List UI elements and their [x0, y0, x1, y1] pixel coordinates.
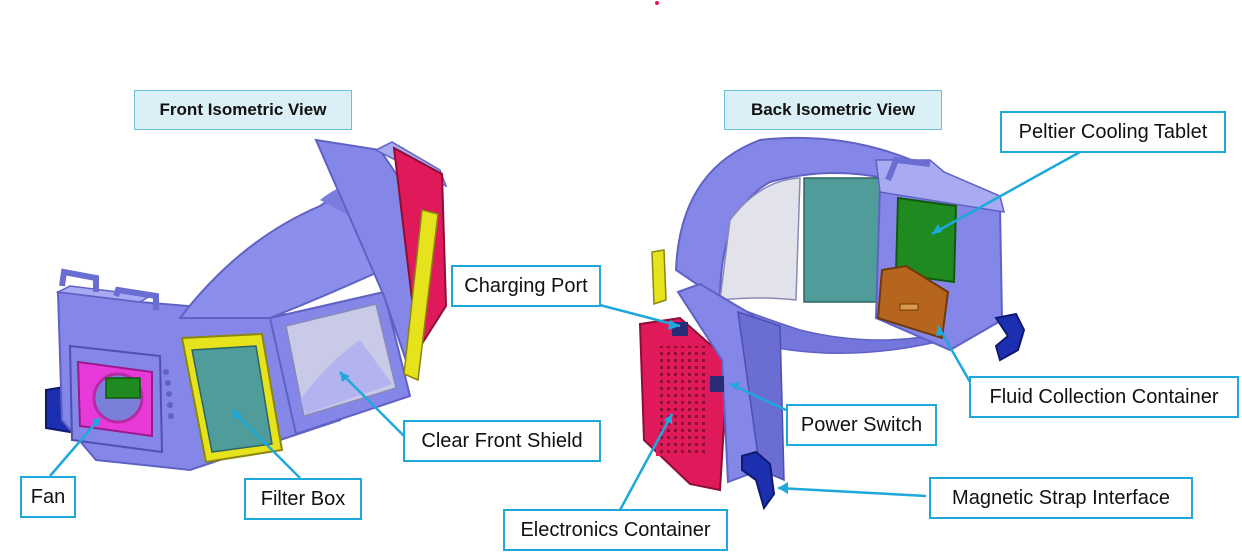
marker-dot: [655, 1, 659, 5]
front-handle-2: [113, 286, 159, 310]
back-side-plate-edge: [737, 310, 785, 482]
leader-electronics: [618, 413, 674, 511]
front-device: [45, 138, 448, 472]
magnetic-strap-interface: [741, 450, 776, 511]
front-view-title: Front Isometric View: [134, 90, 352, 130]
label-filter-box: Filter Box: [244, 478, 362, 520]
fluid-collection-container: [876, 264, 950, 340]
leader-filter-box: [231, 409, 301, 479]
label-fluid-collection-container: Fluid Collection Container: [969, 376, 1239, 418]
back-view-title: Back Isometric View: [724, 90, 942, 130]
leader-arrowheads: [92, 224, 944, 494]
label-clear-front-shield: Clear Front Shield: [403, 420, 601, 462]
leader-peltier: [931, 150, 1081, 236]
leader-clear-front-shield: [339, 371, 405, 437]
leader-fluid: [936, 325, 972, 383]
filter-panel: [191, 345, 273, 453]
power-switch: [710, 376, 724, 392]
leader-magnetic-strap: [777, 486, 927, 498]
leader-power-switch: [729, 382, 787, 412]
label-power-switch: Power Switch: [786, 404, 937, 446]
fan-buttons: [163, 369, 174, 419]
back-filter-edge: [651, 249, 667, 306]
leader-fan: [49, 417, 101, 477]
back-strap-right: [994, 312, 1026, 362]
electronics-grille: [656, 346, 706, 456]
front-handle-1: [59, 268, 99, 292]
label-electronics-container: Electronics Container: [503, 509, 728, 551]
leader-charging-port: [595, 302, 681, 328]
label-fan: Fan: [20, 476, 76, 518]
fluid-handle: [899, 303, 919, 311]
back-handle: [885, 156, 931, 182]
label-charging-port: Charging Port: [451, 265, 601, 307]
back-clear-shield: [719, 177, 801, 301]
fan-peltier-view: [105, 377, 141, 399]
label-peltier-cooling-tablet: Peltier Cooling Tablet: [1000, 111, 1226, 153]
leader-lines: [49, 150, 1081, 511]
front-filter-side: [403, 209, 439, 382]
label-magnetic-strap-interface: Magnetic Strap Interface: [929, 477, 1193, 519]
back-filter-panel: [803, 177, 887, 303]
back-device: [638, 136, 1026, 511]
peltier-cooling-tablet: [894, 196, 958, 284]
